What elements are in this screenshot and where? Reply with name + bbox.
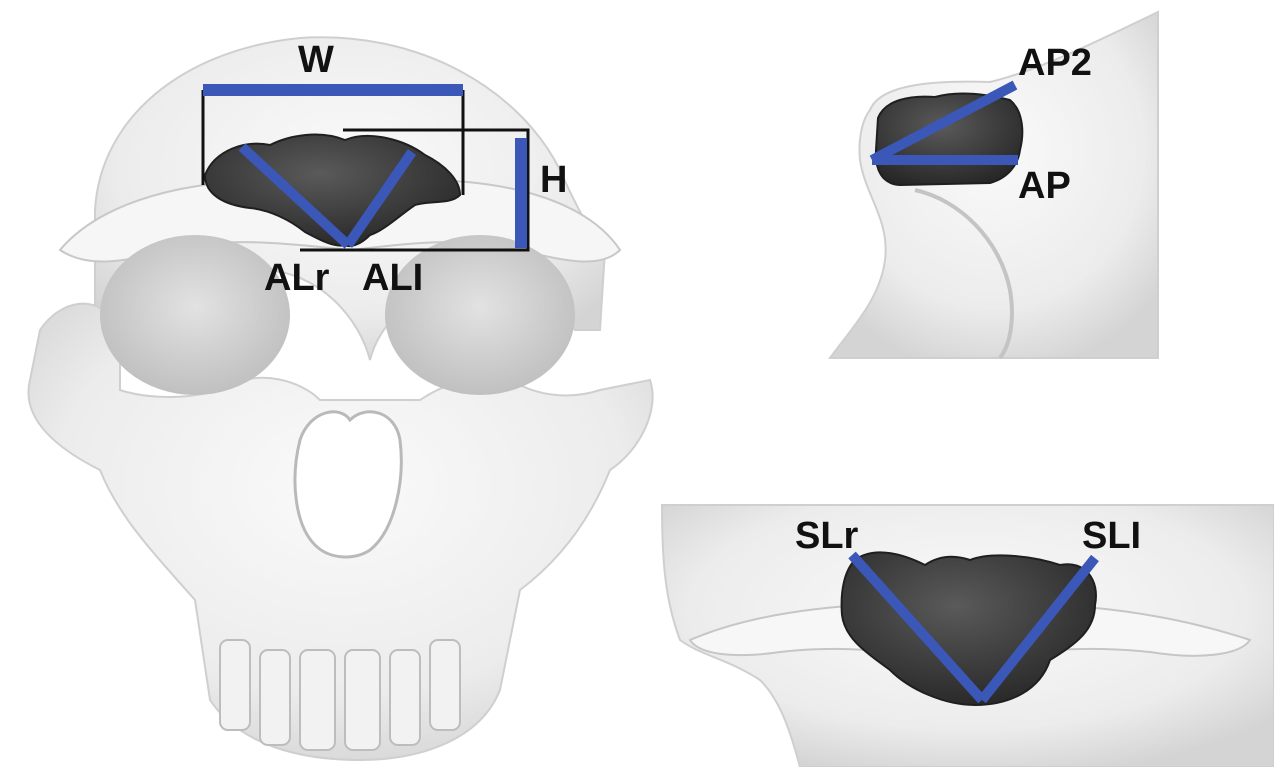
label-sli: SLI: [1082, 515, 1141, 557]
label-slr: SLr: [795, 515, 859, 557]
label-alr: ALr: [264, 257, 330, 299]
label-ap: AP: [1018, 165, 1071, 207]
lateral-sinus: [876, 94, 1022, 185]
superior-view-panel: SLr SLI: [662, 505, 1274, 767]
label-ali: ALI: [362, 257, 423, 299]
label-h: H: [540, 159, 567, 201]
frontal-view-panel: W H ALr ALI: [28, 37, 652, 760]
label-ap2: AP2: [1018, 42, 1092, 84]
right-orbit: [100, 235, 290, 395]
label-w: W: [298, 39, 334, 81]
lateral-view-panel: AP2 AP: [830, 12, 1158, 358]
lateral-skull-bone: [830, 12, 1158, 358]
